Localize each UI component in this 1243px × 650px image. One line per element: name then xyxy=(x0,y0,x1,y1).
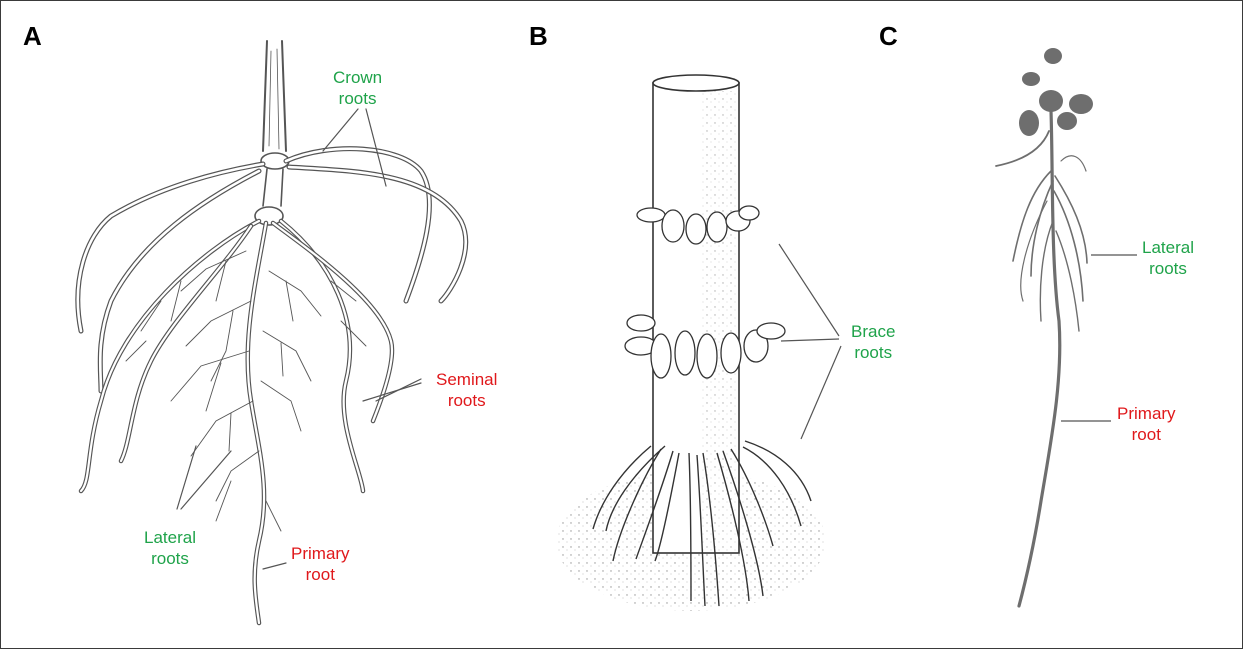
label-primary-root-c-line2: root xyxy=(1117,424,1176,445)
label-brace-roots: Brace roots xyxy=(851,321,895,363)
label-seminal-roots: Seminal roots xyxy=(436,369,497,411)
label-lateral-roots-a-line2: roots xyxy=(144,548,196,569)
label-lateral-roots-a: Lateral roots xyxy=(144,527,196,569)
label-crown-roots-line2: roots xyxy=(333,88,382,109)
label-lateral-roots-c: Lateral roots xyxy=(1142,237,1194,279)
label-seminal-roots-line1: Seminal xyxy=(436,369,497,390)
label-brace-roots-line1: Brace xyxy=(851,321,895,342)
label-primary-root-a: Primary root xyxy=(291,543,350,585)
label-lateral-roots-a-line1: Lateral xyxy=(144,527,196,548)
label-primary-root-a-line1: Primary xyxy=(291,543,350,564)
label-primary-root-c-line1: Primary xyxy=(1117,403,1176,424)
label-crown-roots: Crown roots xyxy=(333,67,382,109)
label-brace-roots-line2: roots xyxy=(851,342,895,363)
label-lateral-roots-c-line2: roots xyxy=(1142,258,1194,279)
label-crown-roots-line1: Crown xyxy=(333,67,382,88)
label-primary-root-c: Primary root xyxy=(1117,403,1176,445)
label-primary-root-a-line2: root xyxy=(291,564,350,585)
label-lateral-roots-c-line1: Lateral xyxy=(1142,237,1194,258)
label-seminal-roots-line2: roots xyxy=(436,390,497,411)
